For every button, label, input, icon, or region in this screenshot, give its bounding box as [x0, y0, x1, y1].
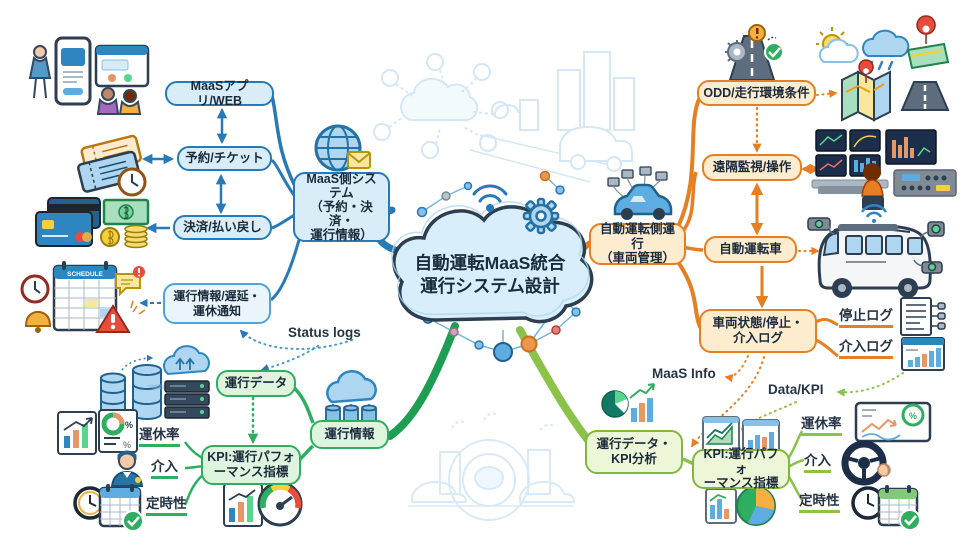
- label-cancel-rate-left: 運休率: [139, 423, 180, 447]
- label-status-logs: Status logs: [288, 325, 361, 340]
- label-maas-info: MaaS Info: [652, 366, 716, 381]
- map-road-icon: [841, 59, 950, 122]
- label-intervention-right: 介入: [804, 449, 831, 473]
- control-room-icon: [811, 129, 957, 210]
- label-cancel-rate-right: 運休率: [801, 412, 842, 436]
- smartphone-users-icon: [28, 36, 150, 115]
- center-title-line2: 運行システム設計: [420, 275, 560, 296]
- node-ops-data: 運行データ: [216, 370, 296, 397]
- tickets-clock-icon: [77, 134, 147, 197]
- svg-text:%: %: [125, 420, 133, 430]
- node-remote-monitoring: 遠隔監視/操作: [702, 154, 802, 181]
- svg-text:SCHEDULE: SCHEDULE: [67, 271, 103, 278]
- node-odd: ODD/走行環境条件: [697, 80, 816, 106]
- officer-icon: [110, 450, 144, 487]
- node-ops-info: 運行情報: [310, 420, 389, 449]
- center-cloud: [391, 201, 594, 324]
- shuttle-sensors-icon: [807, 203, 945, 298]
- clock-calendar-check-icon: [73, 484, 144, 532]
- globe-mail-icon: [314, 124, 371, 172]
- cloud-network-watermark: [373, 53, 509, 159]
- weather-map-icon: [816, 15, 950, 71]
- city-watermark: [469, 51, 635, 183]
- smart-city-watermark: [408, 412, 576, 521]
- center-title: 自動運転MaaS統合 運行システム設計: [398, 252, 582, 298]
- schedule-alerts-icon: SCHEDULE: [20, 261, 146, 333]
- blue-links: [139, 95, 301, 308]
- gear-icon: [522, 197, 560, 235]
- status-log-flows: [239, 329, 353, 372]
- pie-bars-analysis-icon: [601, 383, 655, 422]
- label-intervention-log: 介入ログ: [839, 335, 893, 359]
- log-chart-icon: [901, 337, 945, 371]
- label-data-kpi: Data/KPI: [768, 382, 824, 397]
- label-stop-log: 停止ログ: [839, 304, 893, 328]
- branch-ops-info: [386, 322, 459, 440]
- svg-text:%: %: [909, 411, 917, 421]
- wifi-icon: [472, 184, 508, 212]
- node-kpi-left: KPI:運行パフォ ーマンス指標: [201, 445, 301, 485]
- node-ops-notice: 運行情報/遅延・ 運休通知: [163, 283, 271, 324]
- svg-text:%: %: [123, 440, 131, 450]
- gauge-chart-icon: [223, 481, 303, 527]
- node-reservation: 予約/チケット: [177, 146, 272, 171]
- label-intervention-left: 介入: [151, 455, 178, 479]
- clock-calendar-check-right-icon: [851, 485, 921, 531]
- cloud-database-icon: [325, 370, 377, 424]
- cards-money-icon: [35, 197, 150, 249]
- steering-wheel-icon: [841, 440, 891, 486]
- node-maas-system-hub: MaaS側シス テム （予約・決済・ 運行情報）: [293, 172, 390, 242]
- label-punctuality-right: 定時性: [799, 489, 840, 513]
- chart-percent-icon: %: [854, 401, 932, 443]
- charts-pie-icon: % %: [57, 409, 138, 455]
- node-ops-data-kpi-analysis: 運行データ・ KPI分析: [585, 430, 683, 474]
- bars-pie-icon: [705, 486, 776, 526]
- log-document-icon: [900, 297, 946, 336]
- node-kpi-right: KPI:運行パフォ ーマンス指標: [692, 447, 790, 490]
- node-payment: 決済/払い戻し: [173, 215, 272, 240]
- node-auto-ops-hub: 自動運転側運行 （車両管理）: [589, 222, 686, 265]
- node-autonomous-vehicle: 自動運転車: [704, 236, 797, 263]
- road-odd-icon: [725, 24, 784, 81]
- label-punctuality-left: 定時性: [146, 492, 187, 516]
- node-vehicle-log: 車両状態/停止・ 介入ログ: [699, 309, 817, 353]
- node-maas-app: MaaSアプリ/WEB: [165, 79, 274, 108]
- center-title-line1: 自動運転MaaS統合: [414, 253, 566, 273]
- database-servers-icon: [100, 345, 210, 420]
- car-fleet-icon: [607, 166, 673, 220]
